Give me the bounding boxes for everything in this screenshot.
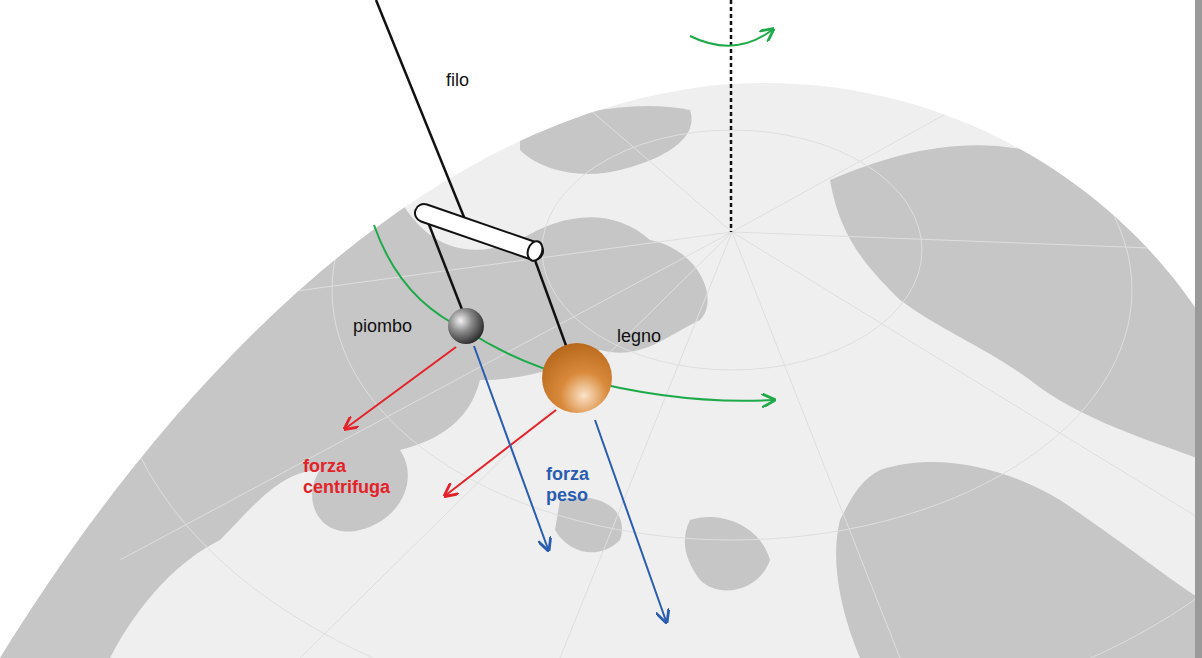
- continent: [0, 200, 708, 658]
- part-label: legno: [617, 326, 687, 347]
- grid-lines: [112, 0, 1202, 658]
- continent: [836, 462, 1202, 658]
- lead-ball: [448, 308, 484, 344]
- force-label: forza peso: [546, 464, 608, 506]
- wire: [428, 222, 463, 312]
- wood-ball: [542, 343, 612, 413]
- continent: [520, 106, 692, 174]
- rotation-arrow: [690, 30, 772, 46]
- border-strip: [1195, 0, 1202, 658]
- globe: [0, 83, 1202, 658]
- beam: [424, 213, 534, 251]
- force-label: forza centrifuga: [303, 456, 415, 498]
- force-arrow: [595, 420, 666, 621]
- rotation-axis: [730, 0, 733, 232]
- beam-end: [525, 239, 545, 262]
- beam: [424, 213, 534, 251]
- wire: [376, 0, 466, 222]
- continent: [555, 497, 622, 552]
- force-arrow: [474, 346, 548, 549]
- continent: [685, 517, 770, 590]
- wire-label: filo: [446, 70, 506, 91]
- part-label: piombo: [353, 316, 433, 337]
- force-arrow: [346, 347, 456, 428]
- continent: [830, 145, 1202, 460]
